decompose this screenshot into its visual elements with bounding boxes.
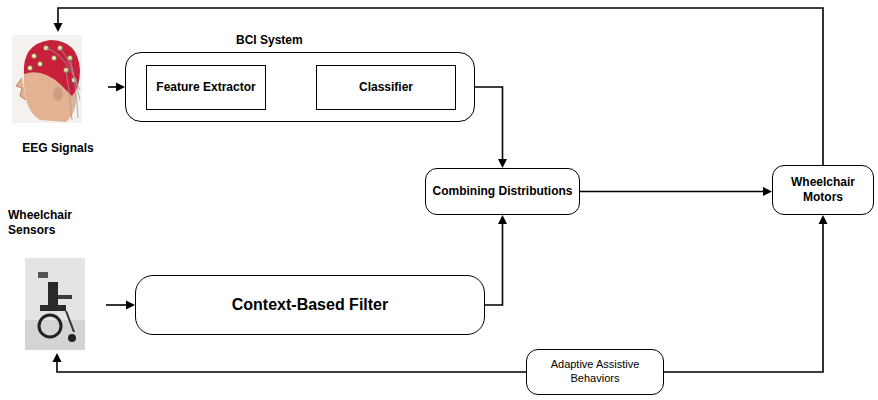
node-label: Adaptive Assistive Behaviors bbox=[527, 358, 663, 386]
node-label: EEG Signals bbox=[8, 141, 108, 156]
arrowhead bbox=[498, 159, 507, 168]
node-label: Feature Extractor bbox=[156, 80, 255, 95]
arrowhead bbox=[763, 187, 772, 196]
backrest bbox=[48, 282, 58, 308]
arrowhead bbox=[53, 353, 62, 362]
armrest bbox=[58, 295, 72, 299]
electrodes bbox=[28, 46, 77, 83]
arrowhead bbox=[498, 215, 507, 224]
eeg-head-photo bbox=[12, 35, 82, 123]
node-label: Wheelchair Motors bbox=[773, 175, 873, 205]
photo-ground bbox=[12, 35, 82, 123]
connector bbox=[53, 353, 527, 372]
arrowhead bbox=[116, 83, 125, 92]
photo-ground bbox=[25, 258, 85, 350]
wheelchair-sensors-picture: Wheelchair Sensors bbox=[8, 208, 106, 353]
connector-line bbox=[57, 362, 526, 372]
process-box: Context-Based Filter bbox=[135, 275, 485, 335]
node-label: Combining Distributions bbox=[433, 184, 573, 199]
arrowhead bbox=[126, 301, 135, 310]
arrowhead bbox=[819, 215, 828, 224]
connector-line bbox=[58, 8, 823, 165]
connector-line bbox=[664, 224, 823, 372]
seat bbox=[40, 305, 66, 311]
eeg-signals-picture: EEG Signals bbox=[8, 32, 108, 156]
connector bbox=[106, 301, 135, 310]
sensor-unit bbox=[38, 272, 48, 278]
connector-line bbox=[580, 191, 763, 193]
group-heading: BCI System bbox=[236, 33, 303, 48]
node-label: Wheelchair Sensors bbox=[8, 208, 106, 238]
connector-line bbox=[475, 87, 503, 159]
connector-line bbox=[106, 304, 126, 306]
process-box: Feature Extractor bbox=[146, 65, 266, 110]
connector-line bbox=[485, 224, 503, 305]
process-box: Wheelchair Motors bbox=[772, 165, 874, 215]
caster-wheel bbox=[68, 334, 76, 342]
process-box: Combining Distributions bbox=[425, 168, 580, 215]
node-label: Classifier bbox=[359, 80, 413, 95]
connector bbox=[54, 8, 824, 165]
connector bbox=[108, 83, 125, 92]
main-wheel bbox=[39, 315, 61, 337]
connector bbox=[580, 187, 772, 196]
arrowhead bbox=[54, 23, 63, 32]
ear bbox=[53, 87, 63, 101]
system-group: BCI SystemFeature ExtractorClassifier bbox=[125, 52, 475, 122]
connector-line bbox=[108, 86, 116, 88]
process-box: Classifier bbox=[316, 65, 456, 110]
connector bbox=[475, 87, 507, 168]
electrode-wires bbox=[46, 48, 80, 120]
face-profile bbox=[16, 78, 26, 100]
connector bbox=[485, 215, 507, 305]
node-label: Context-Based Filter bbox=[232, 295, 388, 315]
connector bbox=[664, 215, 828, 372]
wheelchair-photo bbox=[25, 258, 85, 350]
footrest bbox=[66, 311, 74, 332]
process-box: Adaptive Assistive Behaviors bbox=[526, 349, 664, 395]
